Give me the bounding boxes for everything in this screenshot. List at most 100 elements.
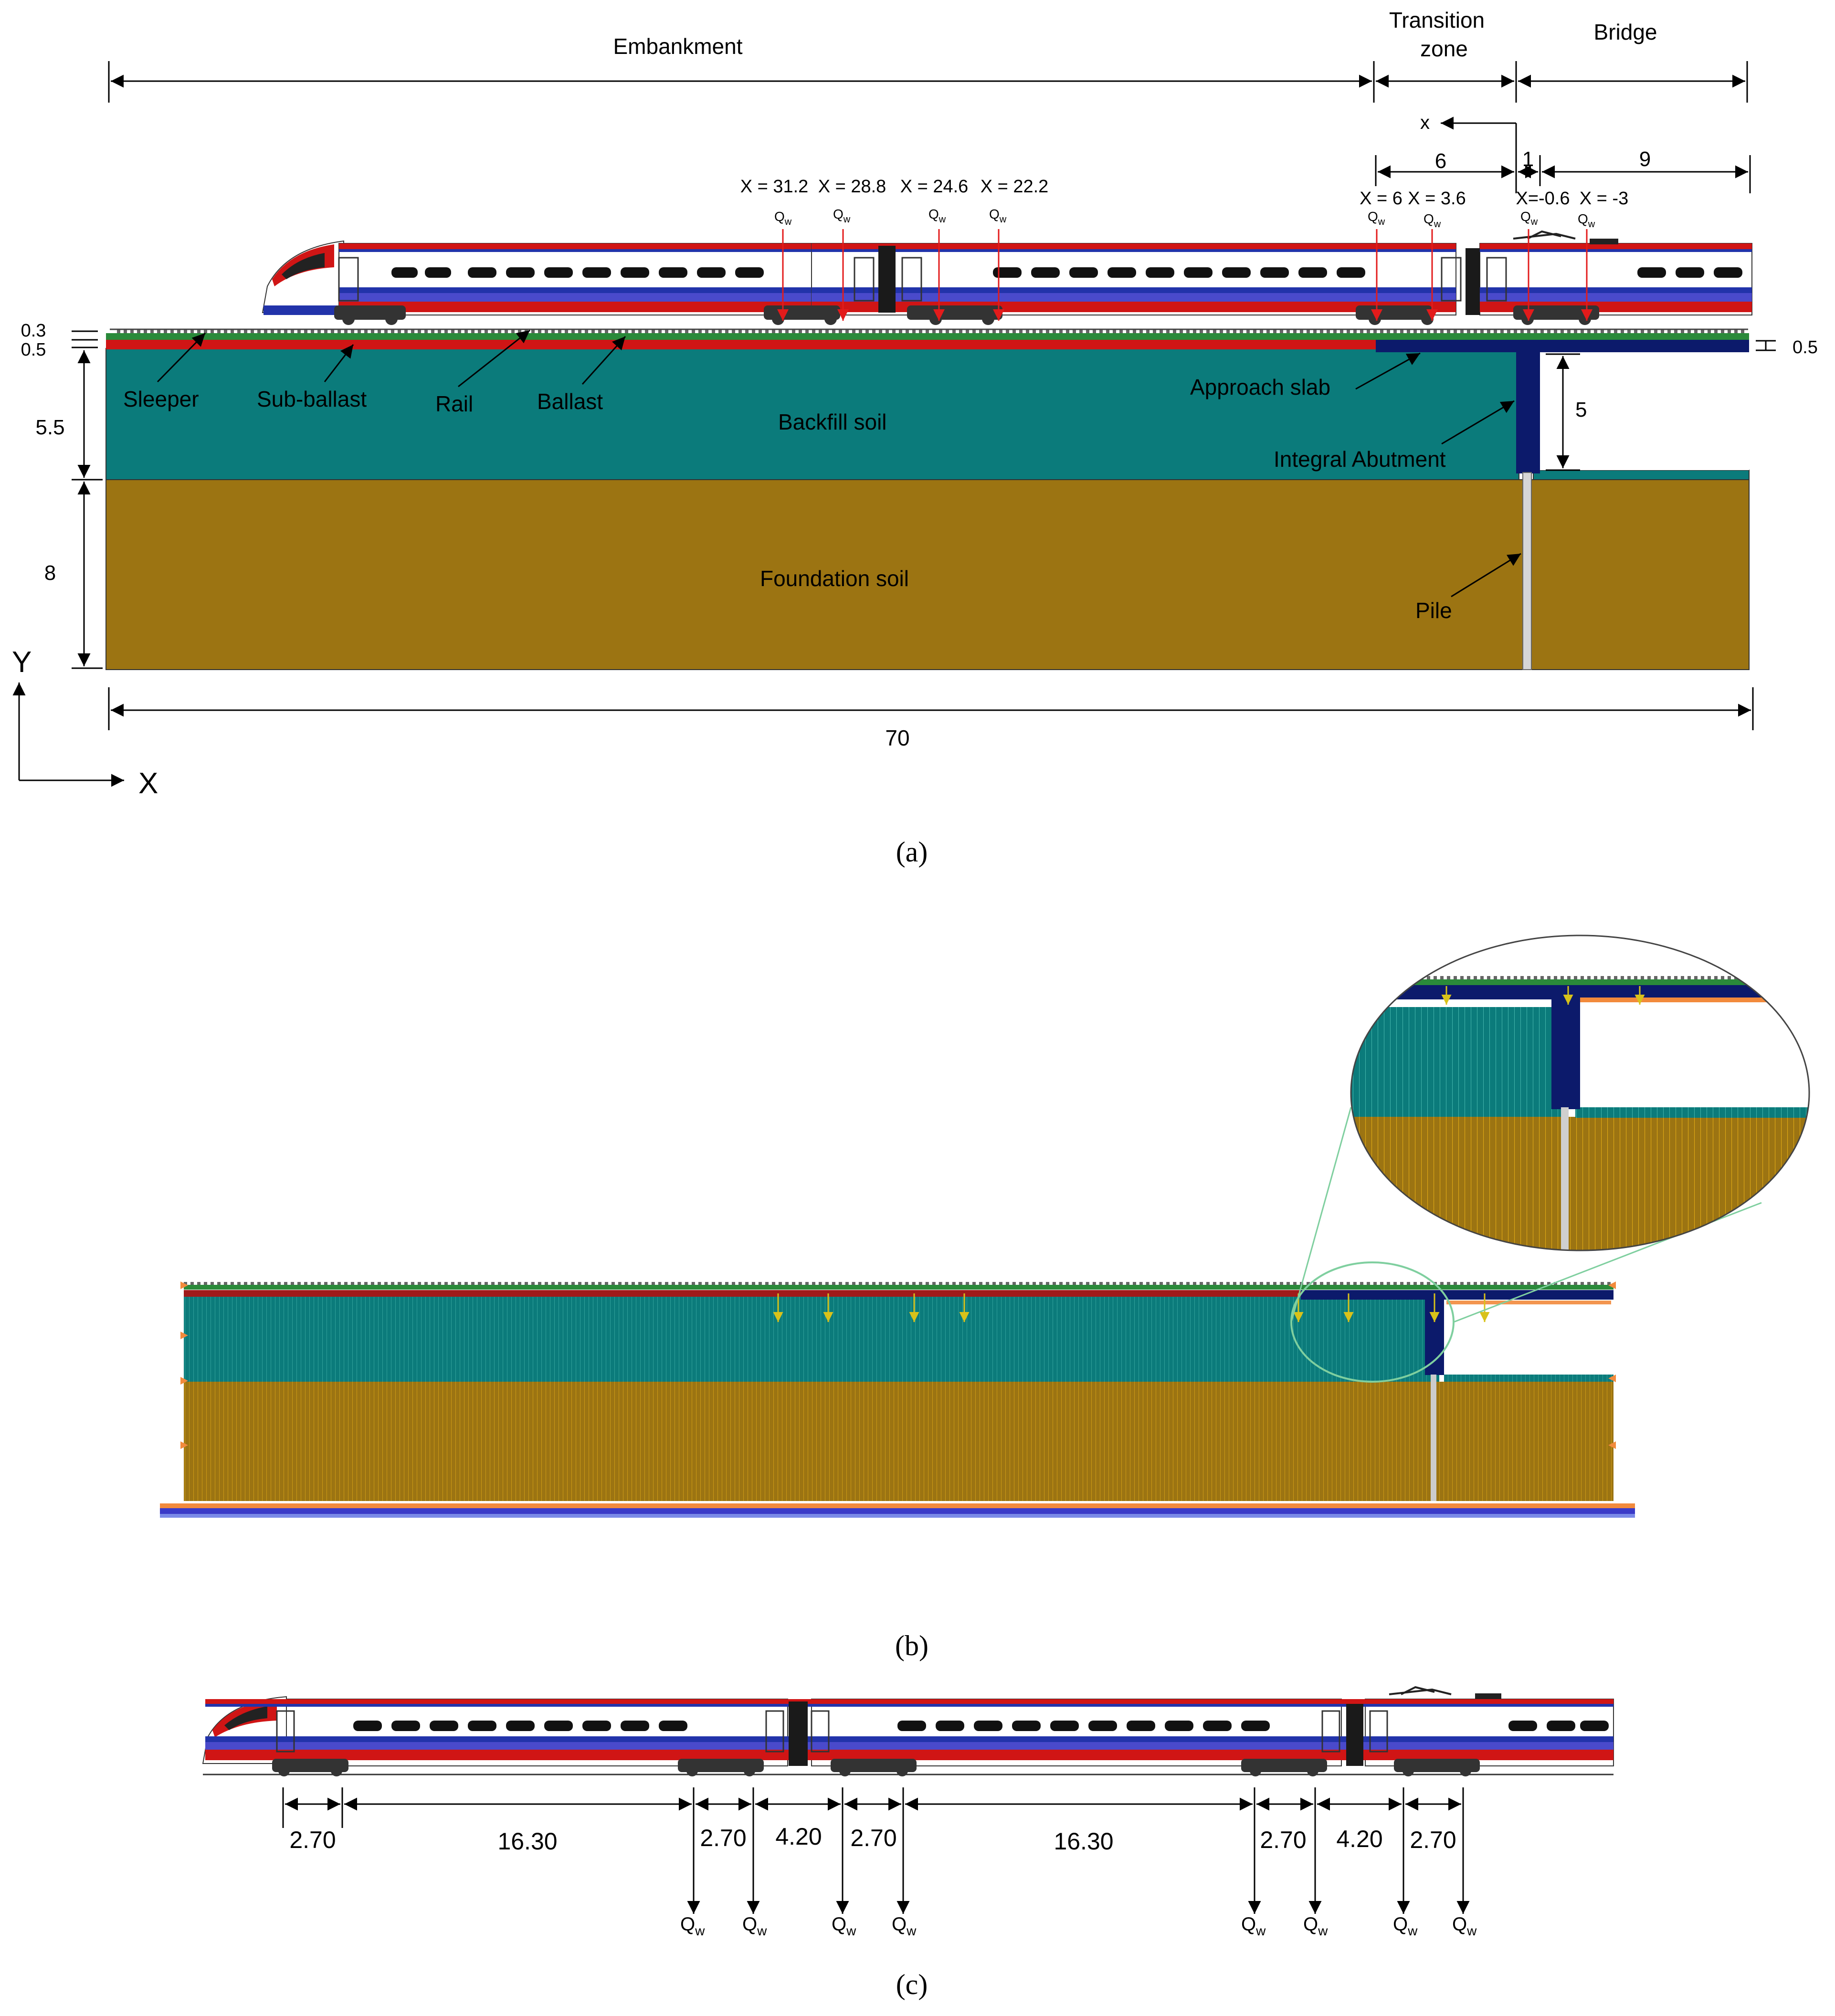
total-length-dimension [108, 687, 1754, 730]
load-label-x28: X = 28.8 [818, 177, 886, 197]
qw-c-5: Qw [1241, 1914, 1266, 1938]
axle-spacing-dims [282, 1787, 1464, 1909]
layer-0-5: 0.5 [21, 340, 46, 360]
spacing-8: 4.20 [1336, 1826, 1382, 1852]
ballast-label: Ballast [537, 389, 603, 414]
caption-c: (c) [896, 1969, 928, 2000]
qw-c-8: Qw [1452, 1914, 1477, 1938]
spacing-6: 16.30 [1054, 1828, 1113, 1855]
approach-slab [1376, 340, 1749, 352]
qw-labels-c: Qw Qw Qw Qw Qw Qw Qw Qw [680, 1914, 1477, 1938]
qw-a-6: Qw [1424, 211, 1441, 230]
foundation-label: Foundation soil [760, 566, 909, 591]
load-label-xm3: X = -3 [1580, 189, 1628, 209]
qw-c-7: Qw [1393, 1914, 1418, 1938]
mesh-pile [1431, 1375, 1436, 1501]
slab-thickness-label: 0.5 [1793, 337, 1818, 357]
mesh-supports [160, 1281, 1635, 1518]
global-y-label: Y [12, 646, 32, 679]
qw-a-3: Qw [928, 207, 946, 225]
qw-c-1: Qw [680, 1914, 705, 1938]
pile-label: Pile [1415, 598, 1452, 623]
mesh-load-arrows [773, 1293, 1490, 1322]
transition-label-2: zone [1420, 36, 1468, 61]
rail-label: Rail [435, 391, 473, 416]
embankment-label: Embankment [613, 34, 742, 59]
panel-a: Embankment Transition zone Bridge x 6 1 … [12, 8, 1818, 868]
train-a [262, 230, 1752, 325]
load-label-x6: X = 6 [1360, 189, 1403, 209]
spacing-2: 16.30 [497, 1828, 557, 1855]
load-label-x24: X = 24.6 [900, 177, 969, 197]
approach-slab-label: Approach slab [1190, 375, 1330, 399]
mesh-foundation [184, 1382, 1614, 1501]
qw-a-7: Qw [1520, 209, 1538, 227]
spacing-1: 2.70 [289, 1827, 336, 1853]
bridge-void [1540, 352, 1749, 470]
abutment-label: Integral Abutment [1274, 447, 1446, 472]
mesh-sub-ballast [184, 1290, 1301, 1297]
sub-ballast-layer [106, 340, 1376, 349]
mesh-bridge-void [1444, 1300, 1614, 1375]
mesh-bridge-strip [1444, 1375, 1614, 1382]
pile [1522, 472, 1532, 670]
layer-5-5: 5.5 [35, 416, 64, 439]
zoom-inset [1351, 935, 1809, 1250]
sleeper-label: Sleeper [123, 387, 199, 411]
sleeper-rail-layer [114, 329, 1746, 333]
axle-spacing-labels: 2.70 16.30 2.70 4.20 2.70 16.30 2.70 4.2… [289, 1823, 1456, 1855]
spacing-7: 2.70 [1260, 1827, 1306, 1853]
foundation-soil [105, 479, 1750, 670]
layer-8: 8 [44, 561, 56, 585]
spacing-4: 4.20 [775, 1823, 822, 1850]
soil-model-a [105, 328, 1750, 670]
spacing-3: 2.70 [700, 1825, 746, 1851]
load-labels: X = 31.2 X = 28.8 X = 24.6 X = 22.2 X = … [740, 177, 1629, 209]
spacing-5: 2.70 [850, 1825, 896, 1851]
train-c [202, 1686, 1614, 1776]
zoom-inset-outline [1350, 934, 1810, 1251]
load-label-x31: X = 31.2 [740, 177, 809, 197]
mesh-approach-slab [1301, 1290, 1614, 1300]
leader-lines [157, 329, 1521, 598]
mesh-backfill [184, 1296, 1439, 1382]
qw-a-1: Qw [774, 209, 792, 227]
dim-9: 9 [1639, 147, 1651, 171]
layer-dimensions [72, 330, 103, 669]
sub-ballast-label: Sub-ballast [257, 387, 367, 411]
qw-c-4: Qw [892, 1914, 917, 1938]
qw-a-8: Qw [1578, 211, 1595, 230]
qw-labels-a: Qw Qw Qw Qw Qw Qw Qw Qw [774, 207, 1595, 230]
mesh-ballast [184, 1285, 1614, 1290]
global-x-label: X [138, 767, 158, 800]
load-label-xm06: X=-0.6 [1516, 189, 1570, 209]
load-label-x22: X = 22.2 [981, 177, 1049, 197]
total-length-label: 70 [885, 725, 909, 750]
qw-arrows-c [687, 1890, 1470, 1914]
backfill-label: Backfill soil [778, 410, 887, 434]
right-dimensions [1546, 340, 1776, 471]
global-axes [12, 682, 124, 787]
bridge-label: Bridge [1594, 20, 1657, 44]
local-x-axis-label: x [1420, 112, 1430, 133]
local-x-axis [1441, 116, 1517, 193]
train-a-windows [391, 267, 1742, 278]
load-label-x3: X = 3.6 [1408, 189, 1466, 209]
ballast-layer [106, 333, 1749, 340]
qw-a-5: Qw [1368, 209, 1385, 227]
qw-a-4: Qw [989, 207, 1007, 225]
abutment-height-label: 5 [1575, 398, 1587, 421]
offset-dimensions [1375, 155, 1751, 193]
panel-c: 2.70 16.30 2.70 4.20 2.70 16.30 2.70 4.2… [202, 1686, 1614, 2000]
integral-abutment [1516, 340, 1540, 473]
qw-c-3: Qw [832, 1914, 856, 1938]
caption-a: (a) [896, 836, 928, 868]
backfill-soil [105, 348, 1519, 480]
spacing-9: 2.70 [1410, 1827, 1456, 1853]
dim-6: 6 [1435, 149, 1446, 173]
qw-a-2: Qw [833, 207, 851, 225]
zone-dimensions [108, 61, 1748, 103]
layer-0-3: 0.3 [21, 321, 46, 341]
